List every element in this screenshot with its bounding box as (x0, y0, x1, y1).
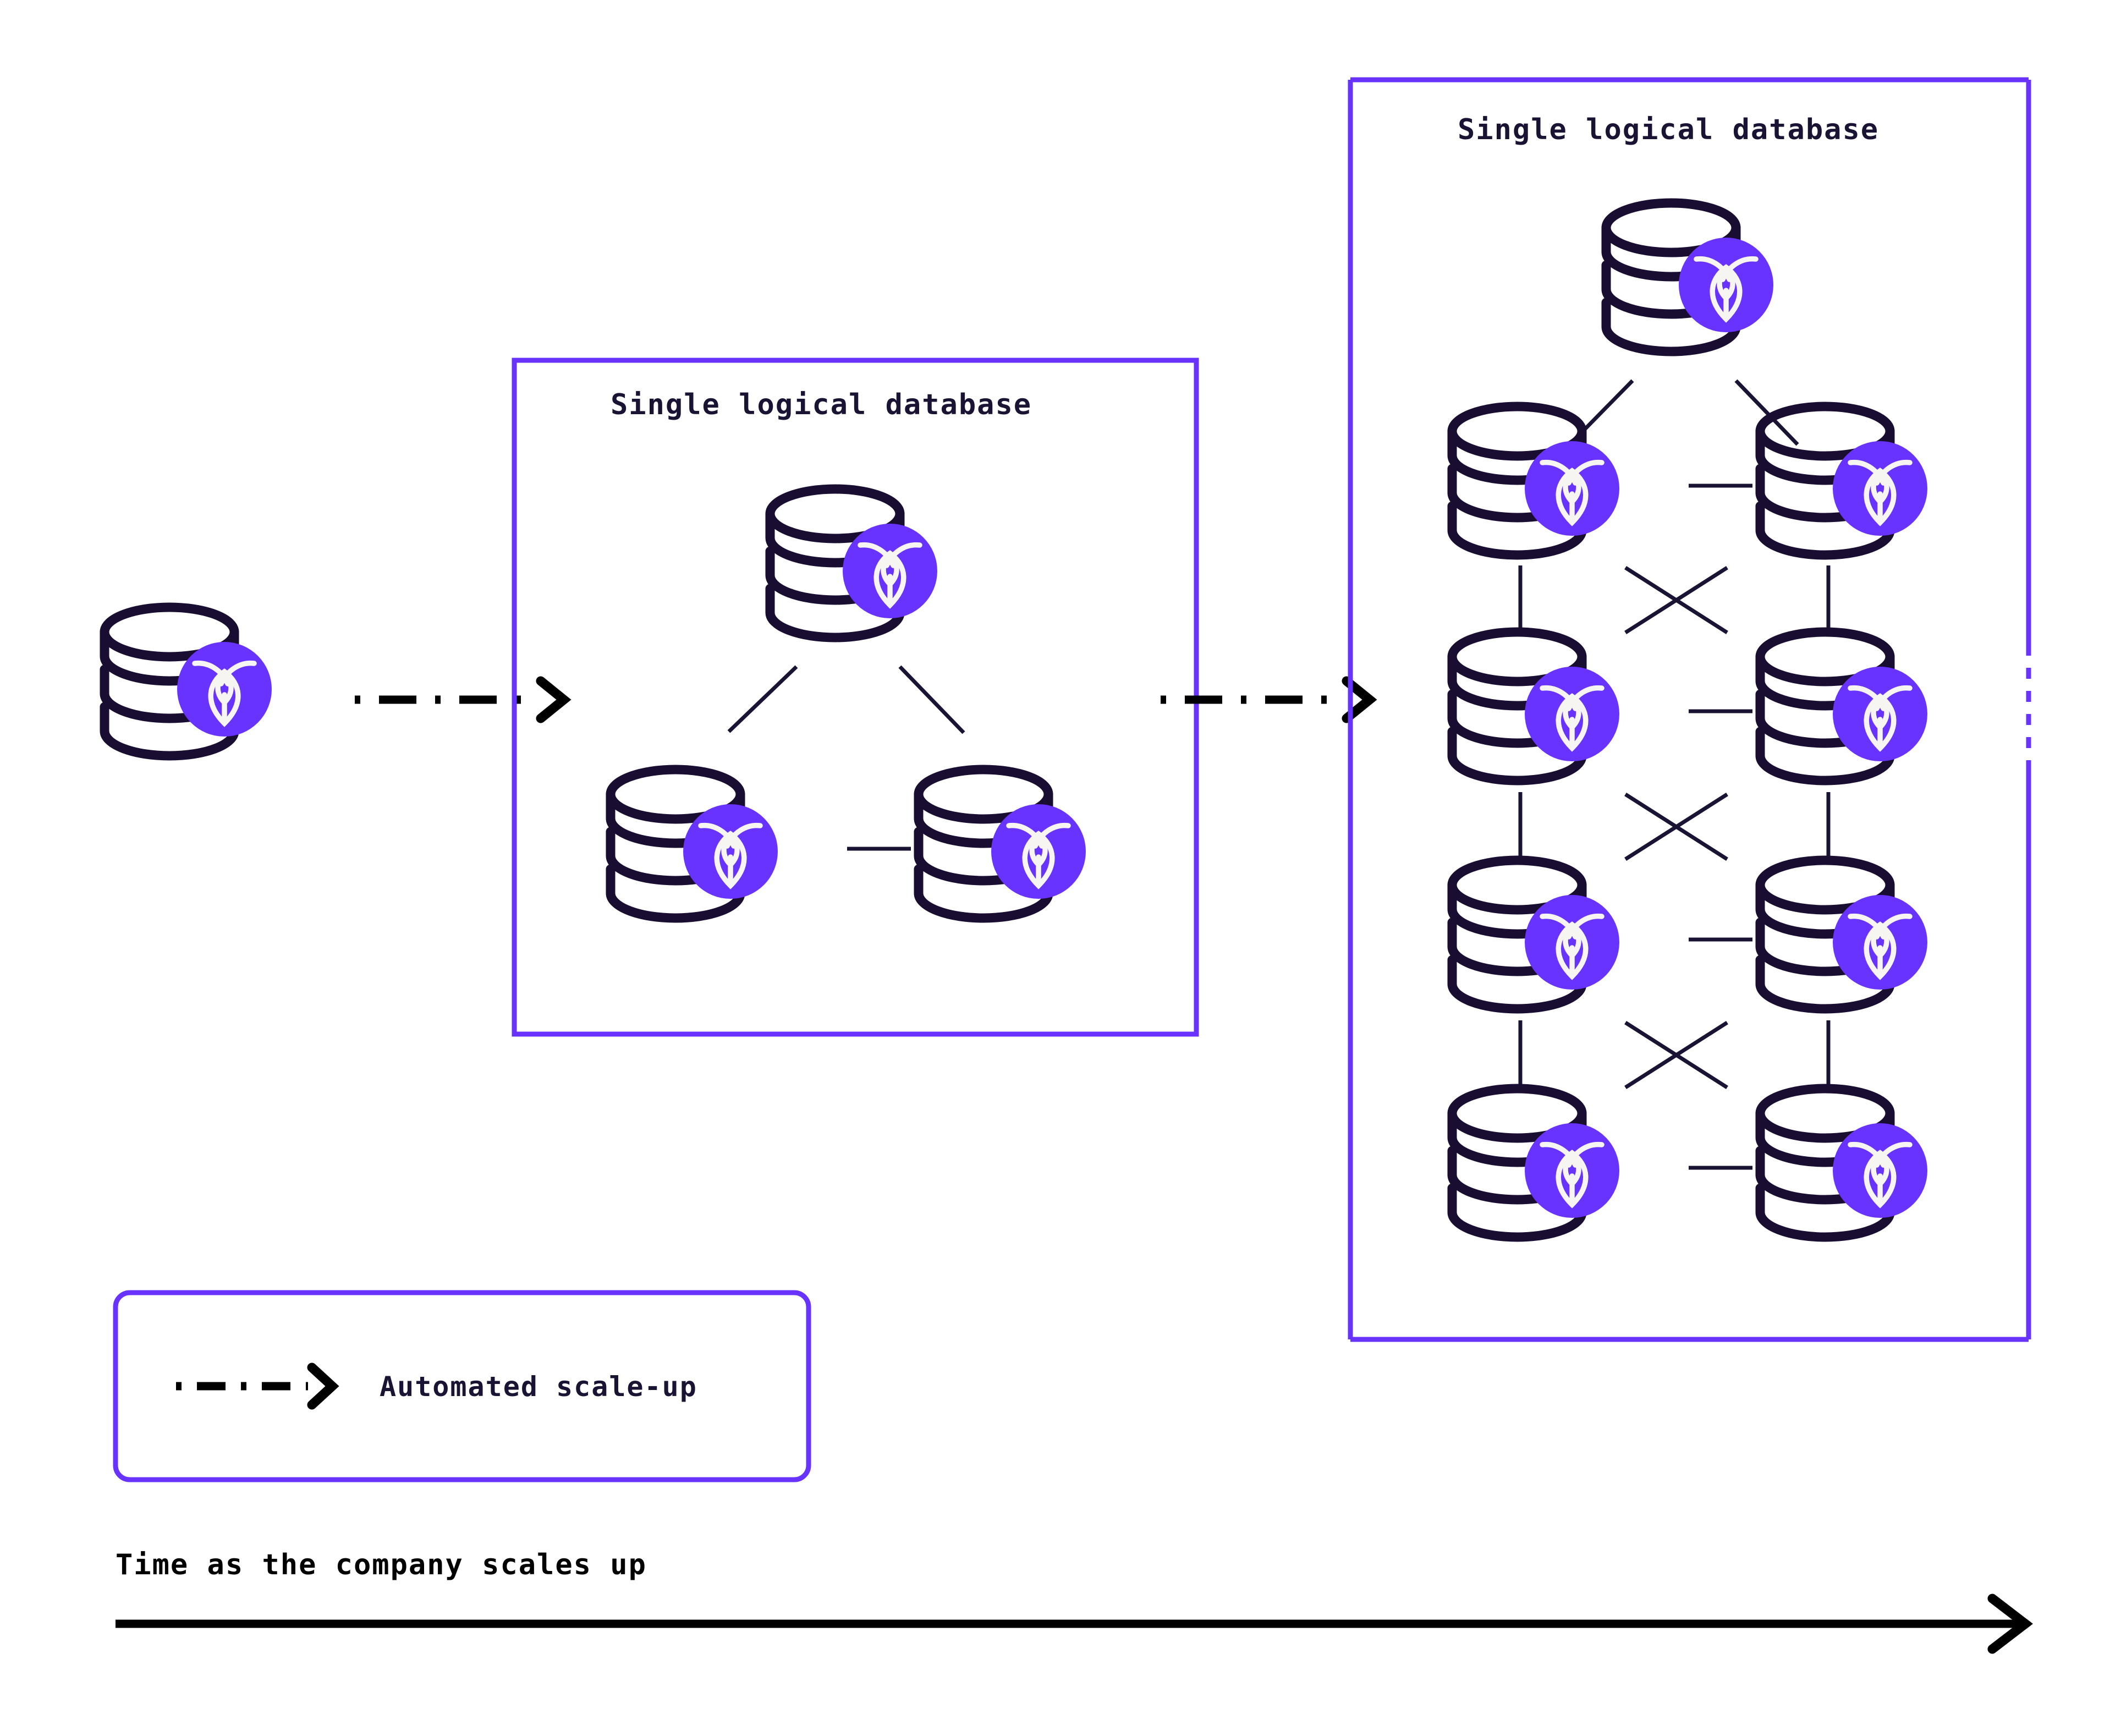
database-node-9[interactable] (1760, 1089, 1927, 1237)
database-node-3[interactable] (1760, 406, 1927, 555)
single-logical-database-box-right (1348, 77, 2031, 1342)
stage-three-node (512, 358, 1199, 1037)
dash-dot-arrow-icon (176, 1363, 339, 1410)
single-logical-database-label-middle: Single logical database (611, 388, 1032, 421)
database-node-3[interactable] (919, 770, 1086, 918)
database-node-1[interactable] (105, 607, 272, 756)
legend (113, 1290, 811, 1482)
single-logical-database-label-right: Single logical database (1458, 113, 1880, 146)
database-node-5[interactable] (1760, 632, 1927, 781)
node-connectors (727, 665, 965, 851)
database-node-4[interactable] (1452, 632, 1619, 781)
single-logical-database-box-middle (512, 358, 1199, 1037)
database-node-7[interactable] (1760, 860, 1927, 1009)
database-node-8[interactable] (1452, 1089, 1619, 1237)
database-node-2[interactable] (611, 770, 778, 918)
database-node-6[interactable] (1452, 860, 1619, 1009)
time-axis-label: Time as the company scales up (116, 1548, 647, 1581)
stage-single-node (105, 607, 272, 756)
legend-label-automated-scale-up: Automated scale-up (380, 1371, 697, 1403)
automated-scale-up-arrow-2 (1161, 681, 1370, 718)
automated-scale-up-arrow-1 (355, 681, 564, 718)
legend-box (113, 1290, 811, 1482)
stage-nine-node (1348, 77, 2031, 1342)
database-node-1[interactable] (1606, 203, 1773, 351)
database-node-2[interactable] (1452, 406, 1619, 555)
node-connectors (1518, 379, 1831, 1170)
time-axis-arrow (116, 1594, 2033, 1654)
chevron-right-icon (1987, 1594, 2033, 1654)
database-node-1[interactable] (770, 489, 937, 638)
